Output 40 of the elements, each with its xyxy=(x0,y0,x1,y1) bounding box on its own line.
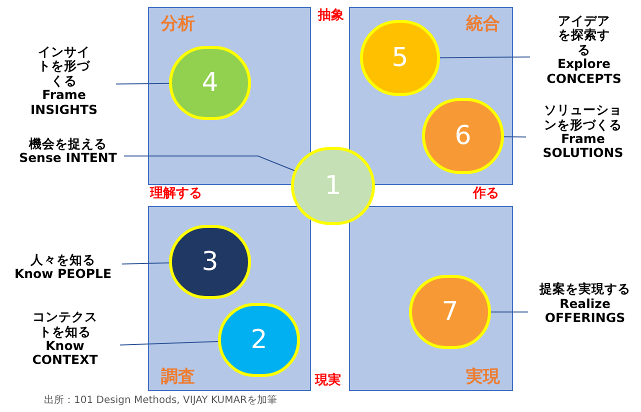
leader-line xyxy=(116,82,170,84)
step-number: 5 xyxy=(392,45,408,71)
step-label: アイデアを探索する xyxy=(557,14,611,58)
step-label: Realize OFFERINGS xyxy=(544,296,626,326)
step-label: Know CONTEXT xyxy=(31,339,99,368)
step-label: 人々を知る xyxy=(30,252,96,267)
leader-line xyxy=(120,341,218,346)
quadrant-panel xyxy=(148,7,311,185)
step-label: Explore CONCEPTS xyxy=(546,57,622,86)
leader-line xyxy=(504,136,526,138)
step-label: 提案を実現する xyxy=(540,282,630,297)
step-number: 6 xyxy=(454,123,472,149)
step-number: 4 xyxy=(202,70,218,96)
step-label: 機会を捉える xyxy=(29,136,107,151)
axis-label: 抽象 xyxy=(318,9,344,22)
step-label: Frame SOLUTIONS xyxy=(542,132,624,161)
quadrant-title: 分析 xyxy=(161,16,195,33)
axis-label: 理解する xyxy=(150,187,202,200)
leader-line xyxy=(440,56,530,58)
step-label: Frame INSIGHTS xyxy=(29,88,99,117)
quadrant-panel xyxy=(349,206,513,391)
quadrant-title: 実現 xyxy=(466,369,500,386)
step-label: Sense INTENT xyxy=(19,151,117,166)
quadrant-panel xyxy=(148,206,311,391)
step-number: 3 xyxy=(202,249,218,275)
leader-line xyxy=(124,156,295,172)
axis-label: 作る xyxy=(473,187,499,200)
quadrant-title: 調査 xyxy=(161,369,195,386)
quadrant-title: 統合 xyxy=(466,16,500,33)
leader-line xyxy=(122,262,170,264)
step-number: 1 xyxy=(324,173,342,199)
step-number: 7 xyxy=(442,299,458,325)
quadrant-panel xyxy=(349,7,513,185)
step-label: ソリューションを形づくる xyxy=(543,103,623,132)
step-label: Know PEOPLE xyxy=(14,267,112,282)
source-caption: 出所：101 Design Methods, VIJAY KUMARを加筆 xyxy=(44,396,277,406)
step-label: コンテクストを知る xyxy=(32,310,98,339)
axis-label: 現実 xyxy=(315,374,341,387)
step-label: インサイトを形づくる xyxy=(37,45,91,88)
step-number: 2 xyxy=(250,327,268,353)
